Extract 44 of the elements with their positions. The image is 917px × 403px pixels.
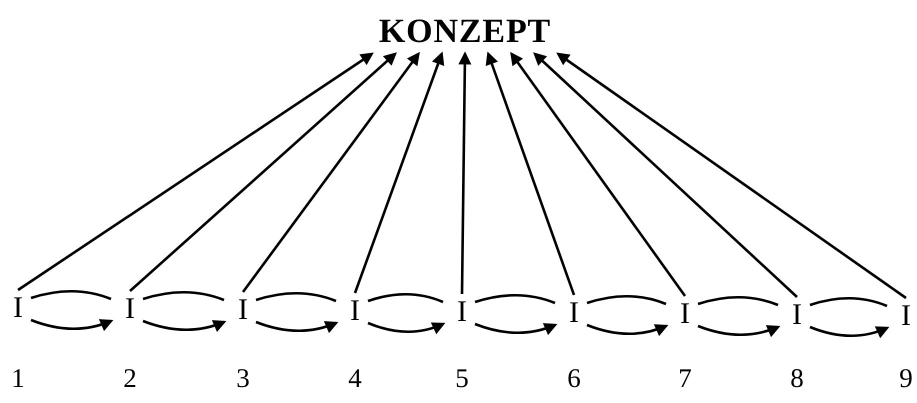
- arrow: [30, 318, 114, 331]
- connector-arc: [368, 292, 444, 304]
- arrow: [698, 324, 780, 337]
- arrow: [256, 320, 338, 333]
- arrow: [354, 52, 444, 294]
- item-number: 5: [454, 365, 470, 392]
- item-number: 7: [677, 365, 693, 392]
- connector-arc: [142, 290, 224, 302]
- item-number: 3: [235, 365, 251, 392]
- arrow: [368, 322, 446, 334]
- item-letter: I: [453, 296, 471, 328]
- item-number: 4: [347, 365, 363, 392]
- arrow: [129, 52, 397, 292]
- item-letter: I: [676, 298, 694, 330]
- item-letter: I: [565, 297, 583, 329]
- connector-arc: [698, 296, 778, 306]
- arrow: [510, 52, 686, 297]
- arrow: [810, 326, 890, 338]
- arrow: [142, 320, 226, 332]
- connector-arc: [256, 292, 336, 302]
- connector-arc: [586, 294, 666, 306]
- item-number: 2: [122, 365, 138, 392]
- arrow: [242, 52, 420, 293]
- item-number: 8: [789, 365, 805, 392]
- arrow: [474, 322, 558, 335]
- item-letter: I: [788, 299, 806, 331]
- arrow: [486, 52, 576, 296]
- item-number: 9: [898, 365, 914, 392]
- item-letter: I: [9, 292, 27, 324]
- arrow: [458, 51, 472, 294]
- arrow: [586, 324, 668, 336]
- concept-heading: KONZEPT: [360, 12, 570, 52]
- arrow: [17, 52, 374, 292]
- item-number: 1: [10, 365, 26, 392]
- connector-arc: [810, 296, 888, 308]
- item-letter: I: [121, 293, 139, 325]
- arrow: [556, 52, 907, 300]
- item-number: 6: [566, 365, 582, 392]
- item-letter: I: [897, 300, 915, 332]
- item-letter: I: [346, 295, 364, 327]
- connector-arc: [474, 294, 556, 304]
- arrow: [533, 52, 798, 298]
- connector-arc: [30, 290, 112, 300]
- item-letter: I: [234, 294, 252, 326]
